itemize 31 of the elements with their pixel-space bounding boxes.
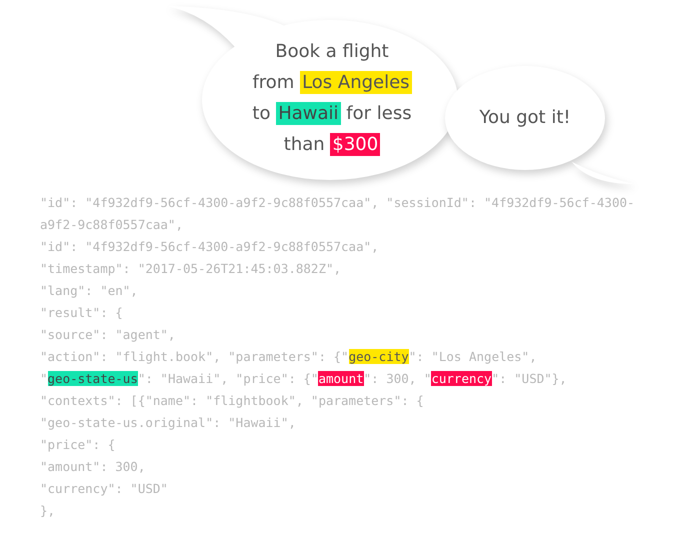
code-text: "id": "4f932df9-56cf-4300-a9f2-9c88f0557caa", [40, 239, 379, 254]
code-text: a9f2-9c88f0557caa", [40, 217, 183, 232]
bubble-text: than [284, 134, 325, 155]
highlighted-key: geo-state-us [48, 371, 138, 386]
code-text: "currency": "USD" [40, 481, 168, 496]
highlighted-text: $300 [330, 133, 380, 156]
code-text: "lang": "en", [40, 283, 138, 298]
bubble-text: to [252, 103, 270, 124]
code-text: "id": "4f932df9-56cf-4300-a9f2-9c88f0557caa", "sessionId": "4f932df9-56cf-4300- [40, 195, 635, 210]
bubble-text: for less [346, 103, 412, 124]
code-text: "contexts": [{"name": "flightbook", "parameters": { [40, 393, 424, 408]
highlighted-text: Hawaii [276, 102, 341, 125]
code-text: ": 300, " [364, 371, 432, 386]
code-text: " [40, 371, 48, 386]
highlighted-text: Los Angeles [300, 71, 412, 94]
highlighted-key: currency [431, 371, 492, 386]
code-text: "result": { [40, 305, 123, 320]
code-text: "action": "flight.book", "parameters": {" [40, 349, 349, 364]
code-text: }, [40, 503, 56, 518]
code-text: "price": { [40, 437, 116, 452]
code-text: ": "USD"}, [492, 371, 567, 386]
code-text: "timestamp": "2017-05-26T21:45:03.882Z", [40, 261, 342, 276]
highlighted-key: amount [318, 371, 364, 386]
code-text: "geo-state-us.original": "Hawaii", [40, 415, 296, 430]
highlighted-key: geo-city [348, 349, 409, 364]
bubble-text: Book a flight [275, 41, 389, 62]
code-text: ": "Los Angeles", [408, 349, 537, 364]
code-text: "amount": 300, [40, 459, 146, 474]
code-text: ": "Hawaii", "price": {" [138, 371, 318, 386]
bubble-text: from [252, 72, 294, 93]
code-text: "source": "agent", [40, 327, 176, 342]
